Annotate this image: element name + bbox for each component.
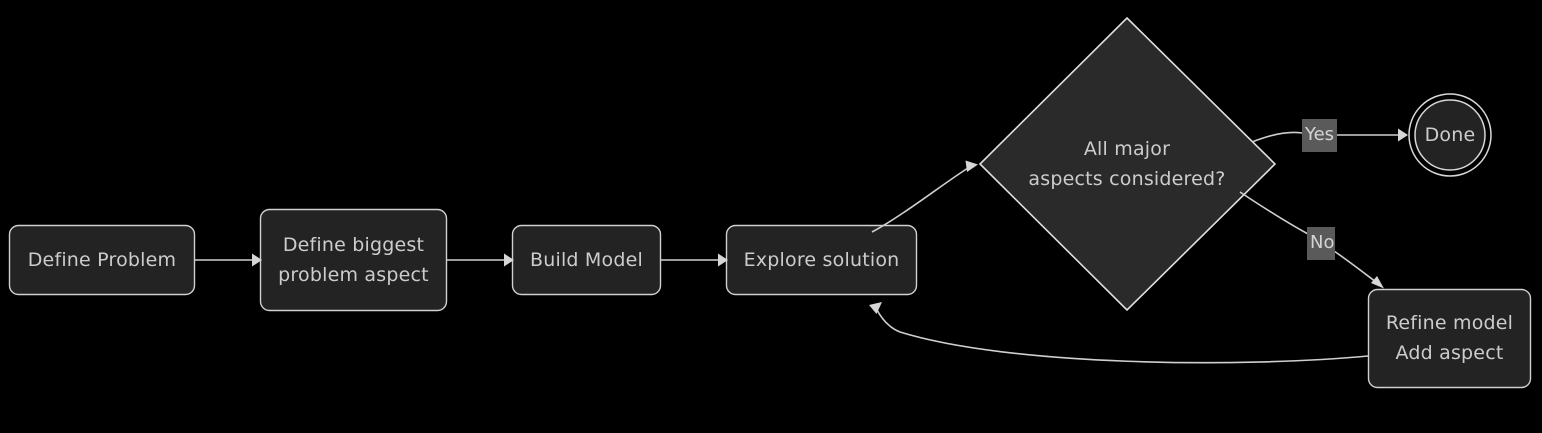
edge-label-no: No	[1307, 227, 1335, 260]
node-done[interactable]	[1414, 99, 1486, 171]
arrowhead-icon	[252, 253, 262, 267]
arrowhead-icon	[965, 160, 978, 172]
arrowhead-icon	[504, 253, 514, 267]
node-define-biggest-problem-aspect[interactable]	[259, 208, 448, 312]
arrowhead-icon	[1371, 276, 1384, 289]
edge-explore-solution-to-all-aspects	[871, 160, 978, 233]
arrowhead-icon	[869, 302, 882, 314]
node-build-model[interactable]	[511, 224, 662, 296]
arrowhead-icon	[1398, 128, 1408, 142]
node-define-problem[interactable]	[8, 224, 196, 296]
node-refine-model-add-aspect[interactable]	[1367, 288, 1532, 389]
node-all-aspects-considered-decision[interactable]	[978, 16, 1277, 312]
edge-build-model-to-explore-solution	[661, 253, 728, 267]
edge-label-yes: Yes	[1302, 119, 1337, 152]
arrowhead-icon	[718, 253, 728, 267]
node-done-outer-ring	[1408, 93, 1492, 177]
node-explore-solution[interactable]	[725, 224, 918, 296]
edge-refine-model-to-explore-solution-feedback	[869, 302, 1369, 364]
edge-all-aspects-to-done-yes	[1251, 128, 1408, 143]
edge-all-aspects-to-refine-model-no	[1239, 191, 1384, 289]
edge-define-problem-to-define-biggest	[195, 253, 262, 267]
edge-define-biggest-to-build-model	[447, 253, 514, 267]
